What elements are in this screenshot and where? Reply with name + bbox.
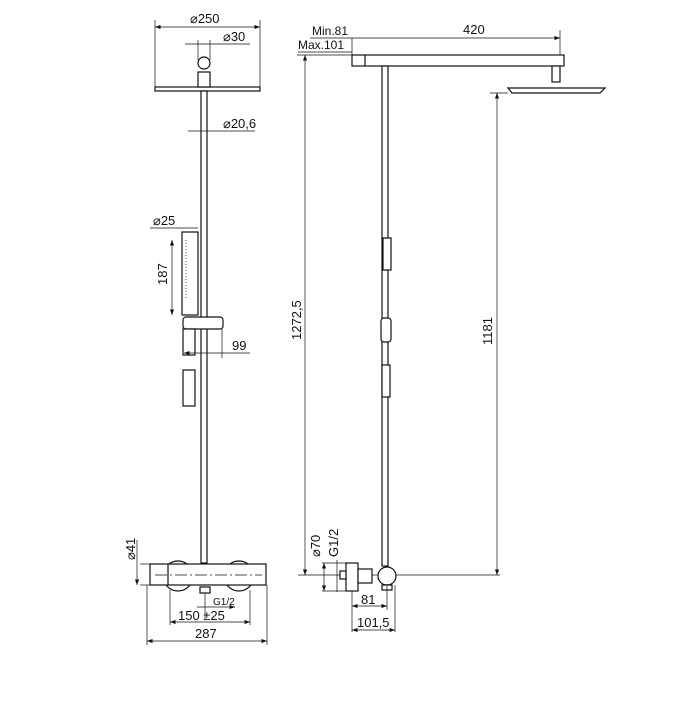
shower-head-front	[154, 20, 261, 92]
arm-max-label: Max.101	[298, 38, 344, 52]
eccentric-diameter-label: ⌀70	[308, 535, 323, 557]
riser-pipe-side	[381, 65, 389, 567]
wall-offset-max-label: 101,5	[357, 615, 390, 630]
hand-shower	[181, 231, 224, 407]
connector-diameter-label: ⌀30	[223, 29, 245, 44]
head-height-label: 1181	[480, 317, 495, 345]
arm-min-label: Min.81	[312, 24, 348, 38]
holder-offset-label: 99	[232, 338, 246, 353]
wall-connection	[339, 562, 397, 592]
shower-head-side	[506, 87, 607, 94]
front-view: ⌀250 ⌀30 ⌀20,6 ⌀25 187 99 ⌀41 G1/2 150 ±…	[123, 11, 268, 645]
inlet-thread-label: G1/2	[213, 597, 235, 608]
hand-shower-length-label: 187	[155, 263, 170, 285]
mixer-diameter-label: ⌀41	[123, 538, 138, 560]
head-diameter-label: ⌀250	[190, 11, 220, 26]
side-view: Min.81 Max.101 420 1272,5 1181 ⌀70 G1/2 …	[289, 22, 607, 633]
side-inlet-thread-label: G1/2	[326, 529, 341, 557]
hand-shower-diameter-label: ⌀25	[153, 213, 175, 228]
inlet-spacing-label: 150 ±25	[178, 608, 225, 623]
wall-offset-label: 81	[361, 592, 375, 607]
shower-arm	[351, 54, 565, 67]
thermostatic-mixer	[149, 560, 267, 594]
arm-length-label: 420	[463, 22, 485, 37]
pipe-diameter-label: ⌀20,6	[223, 116, 256, 131]
mixer-width-label: 287	[195, 626, 217, 641]
total-height-label: 1272,5	[289, 300, 304, 340]
